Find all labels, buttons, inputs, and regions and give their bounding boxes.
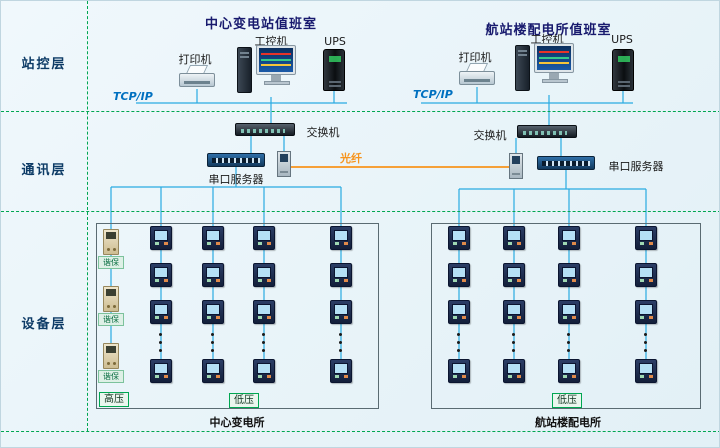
power-meter	[330, 226, 352, 250]
hv-tag-left: 高压	[99, 392, 129, 407]
lv-tag-left: 低压	[229, 393, 259, 408]
caption-left: 中心变电所	[209, 416, 265, 429]
pc-stand	[549, 73, 559, 79]
power-meter	[635, 359, 657, 383]
device-box-left	[96, 223, 379, 409]
industrial-pc-icon-left	[237, 45, 297, 97]
more-devices-dots	[211, 333, 214, 336]
power-meter	[253, 300, 275, 324]
serial-server-label-right: 串口服务器	[608, 160, 664, 173]
power-meter	[558, 226, 580, 250]
layer-label-communication: 通讯层	[21, 163, 67, 178]
power-meter	[558, 359, 580, 383]
power-meter	[448, 263, 470, 287]
tcpip-label-right: TCP/IP	[413, 88, 453, 101]
lv-tag-right: 低压	[552, 393, 582, 408]
power-meter	[503, 300, 525, 324]
printer-label-right: 打印机	[458, 51, 492, 64]
pc-stand	[271, 75, 281, 81]
caption-right: 航站楼配电所	[535, 416, 601, 429]
power-meter	[558, 263, 580, 287]
pc-label-left: 工控机	[254, 35, 288, 48]
more-devices-dots	[262, 333, 265, 336]
room-title-left: 中心变电站值班室	[204, 17, 317, 32]
switch-label-right: 交换机	[473, 129, 507, 142]
power-meter	[503, 359, 525, 383]
more-devices-dots	[159, 333, 162, 336]
layer-divider-bottom	[1, 431, 719, 432]
printer-body	[179, 73, 215, 87]
protection-device-label: 谐保	[98, 313, 124, 326]
pc-monitor	[534, 43, 574, 73]
switch-icon-left	[235, 123, 295, 136]
power-meter	[635, 226, 657, 250]
printer-label-left: 打印机	[178, 53, 212, 66]
printer-icon-right	[459, 63, 495, 85]
power-meter	[448, 300, 470, 324]
power-meter	[503, 263, 525, 287]
switch-icon-right	[517, 125, 577, 138]
ups-label-right: UPS	[611, 33, 633, 46]
power-meter	[330, 263, 352, 287]
more-devices-dots	[644, 333, 647, 336]
pc-screen	[259, 48, 293, 72]
power-meter	[330, 300, 352, 324]
tcpip-label-left: TCP/IP	[113, 90, 153, 103]
layer-label-station-control: 站控层	[21, 57, 67, 72]
protection-device-label: 谐保	[98, 256, 124, 269]
fiber-converter-icon-left	[277, 151, 291, 177]
power-meter	[150, 226, 172, 250]
protection-device	[103, 343, 119, 369]
power-meter	[253, 263, 275, 287]
power-meter	[503, 226, 525, 250]
power-meter	[253, 359, 275, 383]
more-devices-dots	[339, 333, 342, 336]
more-devices-dots	[512, 333, 515, 336]
layer-divider-comm-device	[1, 211, 719, 212]
protection-device-label: 谐保	[98, 370, 124, 383]
pc-monitor	[256, 45, 296, 75]
industrial-pc-icon-right	[515, 43, 575, 95]
switch-label-left: 交换机	[306, 126, 340, 139]
power-meter	[202, 263, 224, 287]
power-meter	[150, 263, 172, 287]
layer-divider-vertical	[87, 1, 88, 431]
pc-base	[264, 81, 290, 85]
power-meter	[558, 300, 580, 324]
fiber-label: 光纤	[340, 152, 362, 165]
power-meter	[448, 226, 470, 250]
protection-device	[103, 229, 119, 255]
printer-icon-left	[179, 65, 215, 87]
protection-device	[103, 286, 119, 312]
power-meter	[150, 359, 172, 383]
power-meter	[150, 300, 172, 324]
layer-label-device: 设备层	[21, 317, 67, 332]
ups-label-left: UPS	[324, 35, 346, 48]
serial-server-icon-left	[207, 153, 265, 167]
pc-base	[542, 79, 568, 83]
device-box-right	[431, 223, 701, 409]
power-meter	[330, 359, 352, 383]
ups-icon-left	[323, 49, 345, 91]
pc-label-right: 工控机	[530, 33, 564, 46]
printer-body	[459, 71, 495, 85]
power-meter	[253, 226, 275, 250]
serial-server-icon-right	[537, 156, 595, 170]
power-meter	[202, 226, 224, 250]
more-devices-dots	[457, 333, 460, 336]
pc-screen	[537, 46, 571, 70]
ups-icon-right	[612, 49, 634, 91]
more-devices-dots	[567, 333, 570, 336]
pc-tower	[515, 45, 530, 91]
pc-tower	[237, 47, 252, 93]
power-meter	[635, 263, 657, 287]
power-meter	[202, 359, 224, 383]
room-title-right: 航站楼配电所值班室	[485, 23, 612, 38]
serial-server-label-left: 串口服务器	[208, 173, 264, 186]
power-meter	[448, 359, 470, 383]
layer-divider-station-comm	[1, 111, 719, 112]
fiber-converter-icon-right	[509, 153, 523, 179]
power-meter	[202, 300, 224, 324]
power-meter	[635, 300, 657, 324]
